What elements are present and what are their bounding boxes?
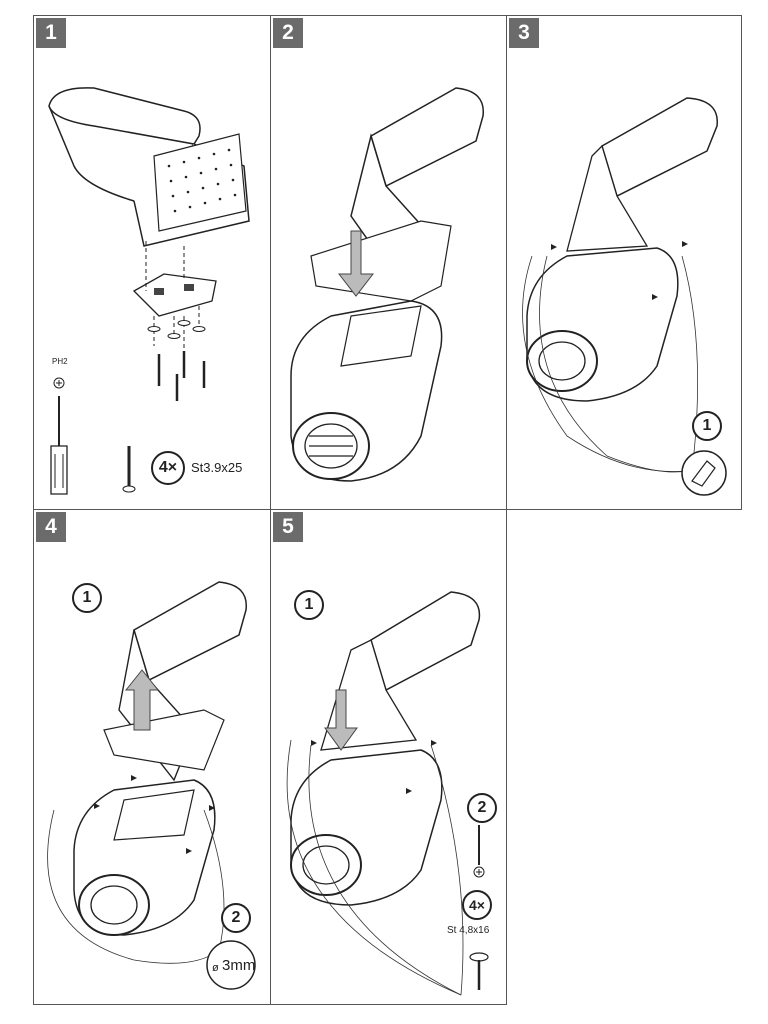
step-number-badge: 5	[273, 512, 303, 542]
screw-quantity-badge: 4×	[462, 890, 492, 920]
step-number-badge: 2	[273, 18, 303, 48]
screwing-illustration	[286, 591, 489, 996]
driver-size-label: PH2	[52, 357, 68, 366]
screw-spec-label: St 4,8x16	[447, 925, 490, 936]
drill-size-label: 3mm	[222, 957, 256, 974]
step-number-badge: 3	[509, 18, 539, 48]
step-callout-1: 1	[72, 583, 102, 613]
step-number-badge: 4	[36, 512, 66, 542]
screw-quantity-badge: 4×	[151, 451, 185, 485]
step-callout-2: 2	[221, 903, 251, 933]
screw-spec-label: St3.9x25	[191, 460, 243, 475]
marking-holes-illustration	[522, 97, 727, 496]
armrest-assembly-illustration	[48, 87, 250, 495]
step-panel-2: 2	[270, 15, 507, 510]
drilling-holes-illustration	[47, 581, 256, 990]
step-panel-3: 3 1	[506, 15, 742, 510]
step-panel-5: 5 1 2 4× St 4,8x16	[270, 509, 507, 1005]
armrest-placement-illustration	[290, 87, 484, 482]
step-callout-1: 1	[294, 590, 324, 620]
step-panel-1: 1 PH2 4×	[33, 15, 271, 510]
step-panel-4: 4 1 2 ø 3mm	[33, 509, 271, 1005]
step-callout-1: 1	[692, 411, 722, 441]
step-number-badge: 1	[36, 18, 66, 48]
step-callout-2: 2	[467, 793, 497, 823]
diameter-symbol: ø	[212, 962, 219, 974]
